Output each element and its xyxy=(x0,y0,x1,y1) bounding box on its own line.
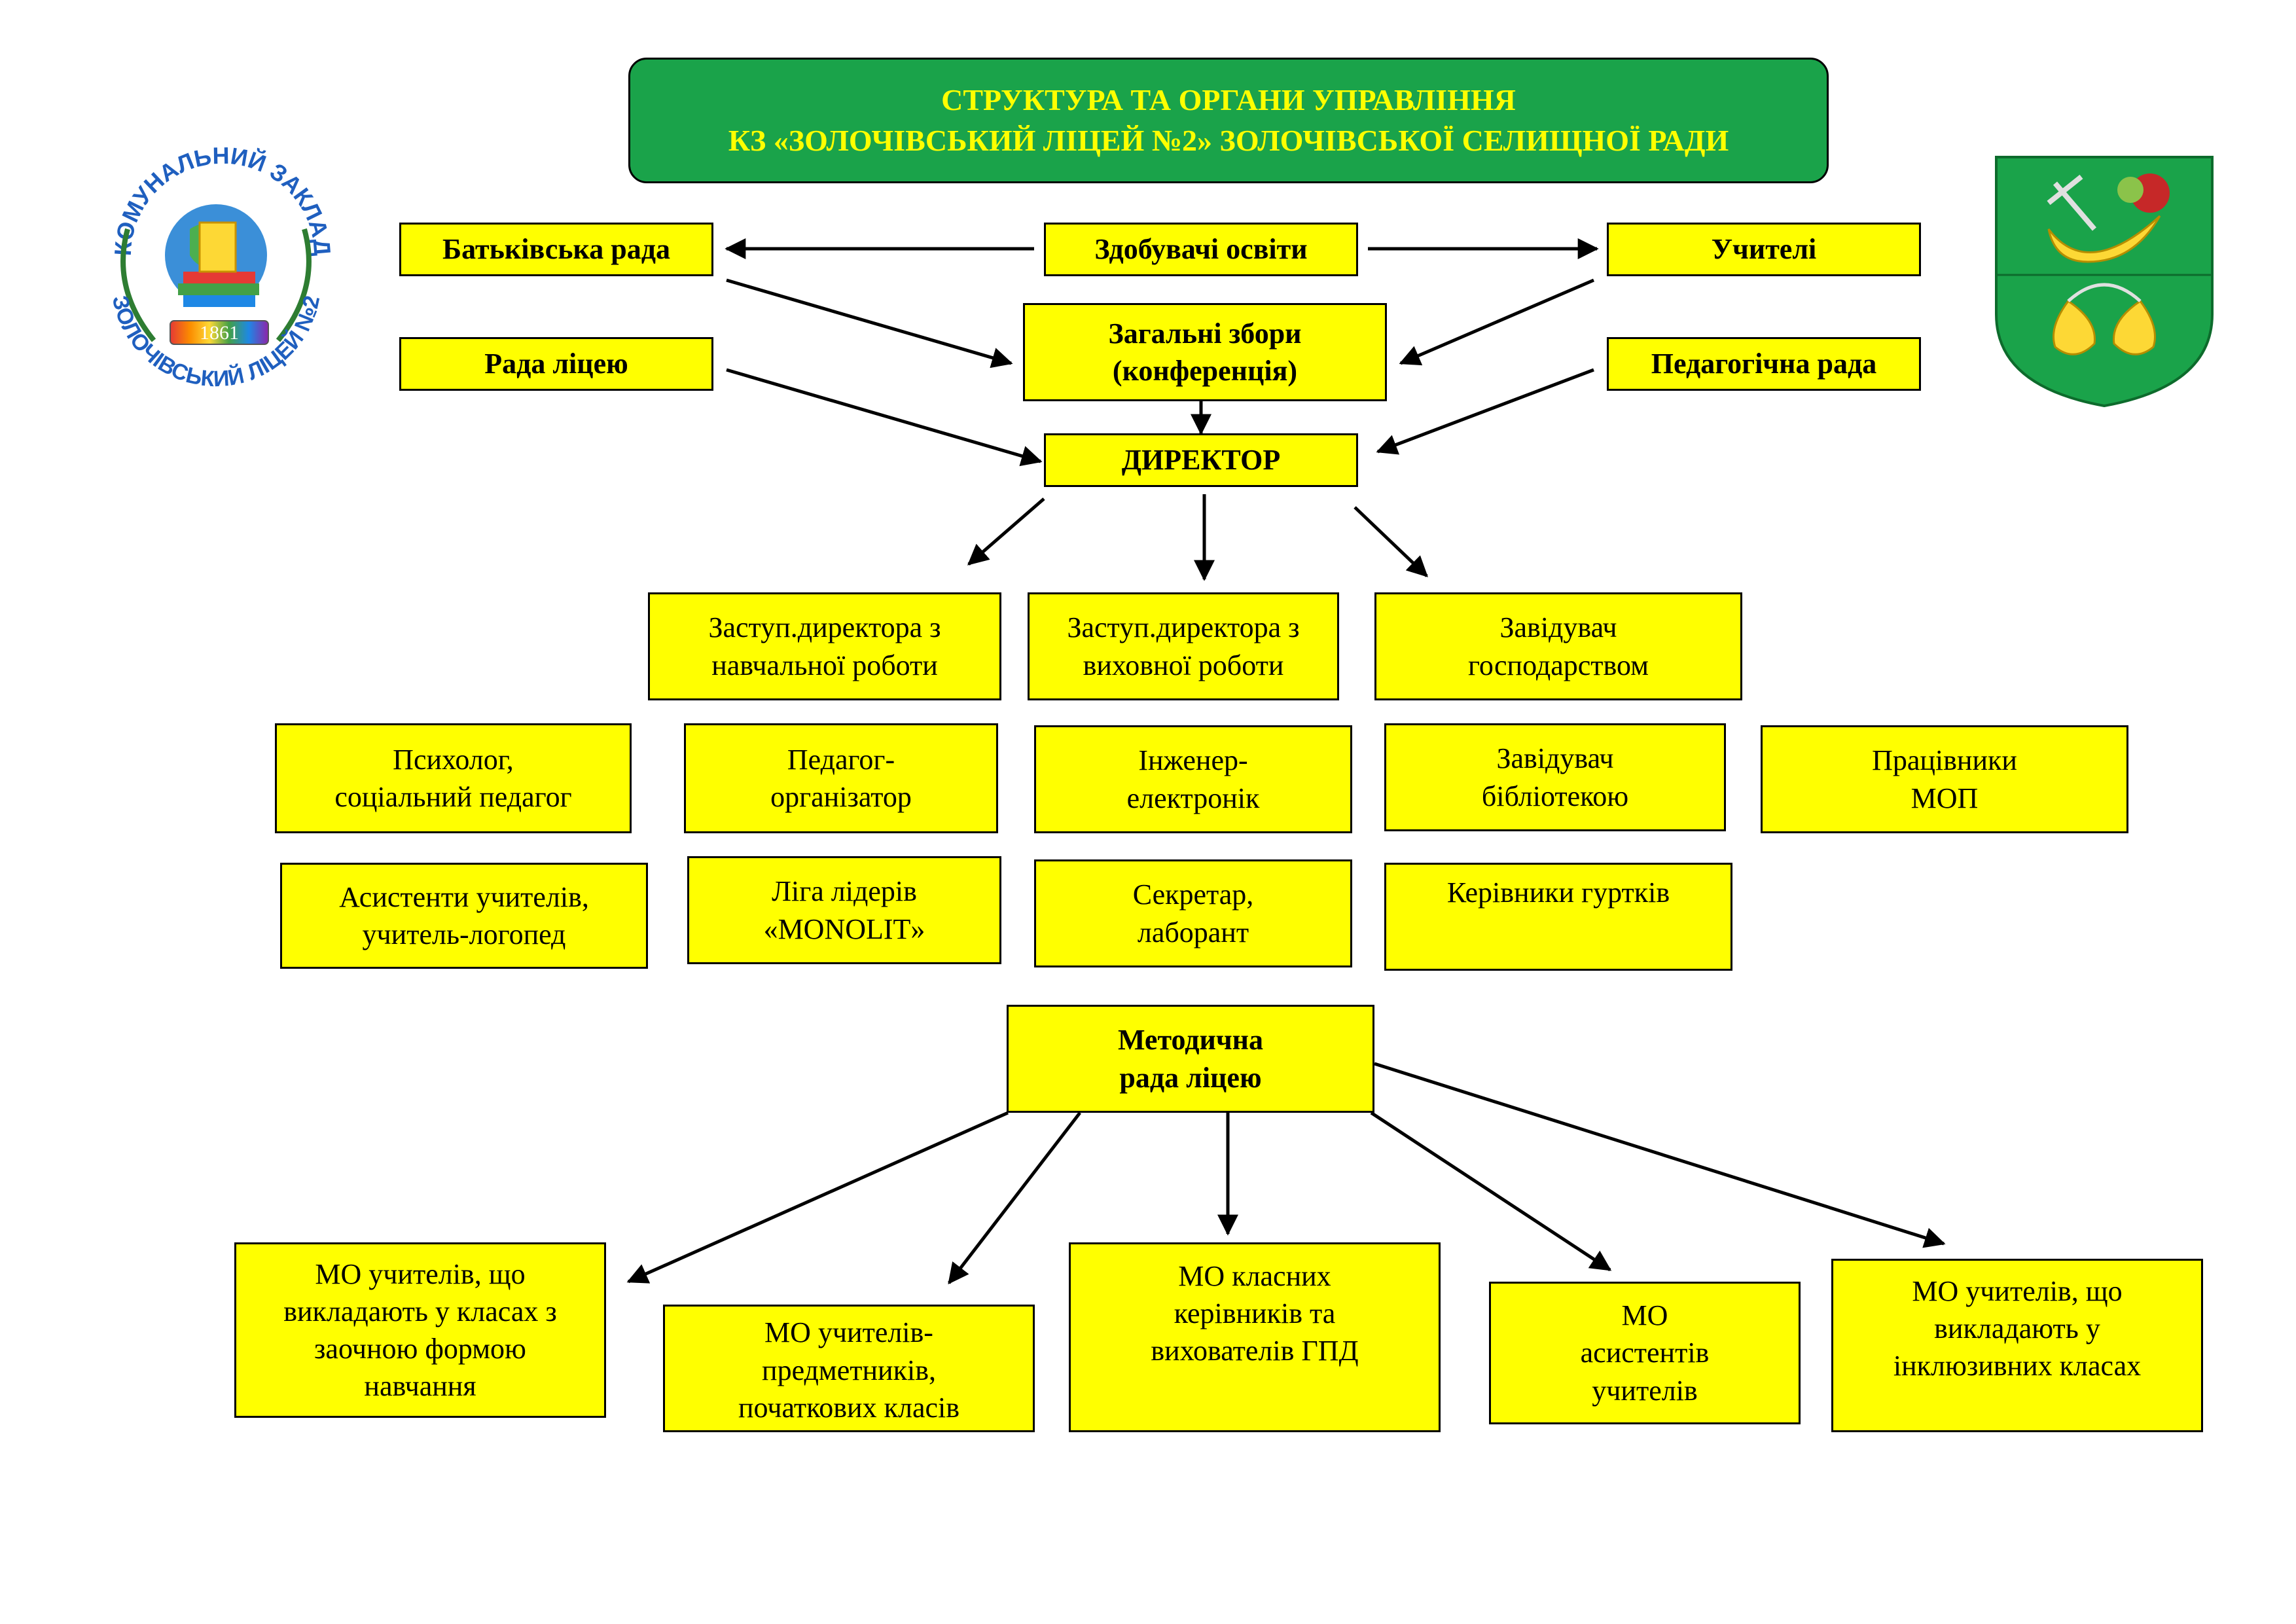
node-deputy-upbringing-line-2: виховної роботи xyxy=(1083,649,1284,681)
node-librarian-line-2: бібліотекою xyxy=(1481,780,1629,812)
node-deputy-upbringing: Заступ.директора з виховної роботи xyxy=(1028,592,1339,700)
node-engineer-line-2: електронік xyxy=(1126,782,1260,814)
node-leaders-league-line-1: Ліга лідерів xyxy=(772,875,917,908)
node-librarian: Завідувач бібліотекою xyxy=(1384,723,1726,831)
school-logo-icon: КОМУНАЛЬНИЙ ЗАКЛАД 1861 ЗОЛОЧІВСЬКИЙ ЛІЦ… xyxy=(107,142,336,392)
node-methodical-council-line-2: рада ліцею xyxy=(1119,1061,1262,1094)
node-assistants-line-2: учитель-логопед xyxy=(362,918,566,950)
node-mo-class-leaders: МО класних керівників та вихователів ГПД xyxy=(1069,1242,1441,1432)
node-general-meeting-line-1: Загальні збори xyxy=(1108,317,1302,350)
node-assistants: Асистенти учителів, учитель-логопед xyxy=(280,863,648,969)
node-methodical-council: Методична рада ліцею xyxy=(1007,1005,1374,1113)
node-general-meeting: Загальні збори (конференція) xyxy=(1023,303,1387,401)
node-mo-correspondence-line-4: навчання xyxy=(364,1370,476,1403)
node-head-household-line-1: Завідувач xyxy=(1499,611,1617,644)
node-mo-correspondence-line-1: МО учителів, що xyxy=(315,1257,526,1290)
page-title: СТРУКТУРА ТА ОРГАНИ УПРАВЛІННЯ КЗ «ЗОЛОЧ… xyxy=(628,58,1829,183)
node-leaders-league: Ліга лідерів «MONOLIT» xyxy=(687,856,1001,964)
node-mop-line-1: Працівники xyxy=(1872,744,2017,777)
node-mo-assistants-line-3: учителів xyxy=(1592,1374,1698,1407)
node-deputy-upbringing-line-1: Заступ.директора з xyxy=(1067,611,1300,644)
node-deputy-academic: Заступ.директора з навчальної роботи xyxy=(648,592,1001,700)
node-mo-subject-line-2: предметників, xyxy=(762,1354,936,1386)
node-secretary: Секретар, лаборант xyxy=(1034,859,1352,967)
node-psychologist-line-1: Психолог, xyxy=(393,743,514,776)
node-mo-inclusive-line-3: інклюзивних класах xyxy=(1893,1350,2142,1382)
node-mo-inclusive-line-1: МО учителів, що xyxy=(1912,1275,2123,1307)
node-engineer-line-1: Інженер- xyxy=(1138,744,1248,777)
node-teachers: Учителі xyxy=(1607,223,1921,276)
node-parents-council: Батьківська рада xyxy=(399,223,713,276)
node-methodical-council-line-1: Методична xyxy=(1117,1024,1264,1056)
node-general-meeting-line-2: (конференція) xyxy=(1112,355,1298,387)
node-mop-line-2: МОП xyxy=(1910,782,1979,814)
node-organizer-line-1: Педагог- xyxy=(787,743,895,776)
node-psychologist-line-2: соціальний педагог xyxy=(334,781,572,813)
node-psychologist: Психолог, соціальний педагог xyxy=(275,723,632,833)
node-mo-class-leaders-line-1: МО класних xyxy=(1178,1260,1331,1292)
title-line-1: СТРУКТУРА ТА ОРГАНИ УПРАВЛІННЯ xyxy=(941,82,1516,117)
node-mo-correspondence-line-3: заочною формою xyxy=(314,1333,526,1365)
node-mo-inclusive-line-2: викладають у xyxy=(1934,1312,2100,1345)
node-director: ДИРЕКТОР xyxy=(1044,433,1358,487)
node-mop: Працівники МОП xyxy=(1761,725,2128,833)
node-students: Здобувачі освіти xyxy=(1044,223,1358,276)
node-engineer: Інженер- електронік xyxy=(1034,725,1352,833)
node-head-household-line-2: господарством xyxy=(1467,649,1649,681)
node-deputy-academic-line-1: Заступ.директора з xyxy=(708,611,941,644)
node-mo-inclusive: МО учителів, що викладають у інклюзивних… xyxy=(1831,1259,2203,1432)
node-deputy-academic-line-2: навчальної роботи xyxy=(711,649,938,681)
node-mo-subject-line-3: початкових класів xyxy=(738,1391,960,1424)
node-librarian-line-1: Завідувач xyxy=(1496,742,1614,775)
node-organizer-line-2: організатор xyxy=(770,781,912,813)
node-club-leaders: Керівники гуртків xyxy=(1384,863,1732,971)
node-secretary-line-1: Секретар, xyxy=(1132,878,1254,911)
node-organizer: Педагог- організатор xyxy=(684,723,998,833)
node-lyceum-council: Рада ліцею xyxy=(399,337,713,391)
coat-of-arms-icon xyxy=(1995,156,2214,408)
node-mo-correspondence: МО учителів, що викладають у класах з за… xyxy=(234,1242,606,1418)
logo-year: 1861 xyxy=(200,322,239,344)
node-mo-assistants-line-2: асистентів xyxy=(1580,1337,1710,1369)
node-mo-subject: МО учителів- предметників, початкових кл… xyxy=(663,1305,1035,1432)
node-secretary-line-2: лаборант xyxy=(1137,916,1249,948)
node-mo-class-leaders-line-3: вихователів ГПД xyxy=(1151,1335,1359,1367)
node-assistants-line-1: Асистенти учителів, xyxy=(339,880,589,913)
node-mo-class-leaders-line-2: керівників та xyxy=(1174,1297,1336,1330)
title-line-2: КЗ «ЗОЛОЧІВСЬКИЙ ЛІЦЕЙ №2» ЗОЛОЧІВСЬКОЇ … xyxy=(728,124,1729,157)
node-mo-assistants-line-1: МО xyxy=(1621,1299,1668,1332)
node-pedagogical-council: Педагогічна рада xyxy=(1607,337,1921,391)
node-mo-subject-line-1: МО учителів- xyxy=(764,1316,933,1349)
node-leaders-league-line-2: «MONOLIT» xyxy=(763,912,925,945)
node-mo-assistants: МО асистентів учителів xyxy=(1489,1282,1801,1424)
node-head-household: Завідувач господарством xyxy=(1374,592,1742,700)
node-mo-correspondence-line-2: викладають у класах з xyxy=(283,1295,557,1327)
